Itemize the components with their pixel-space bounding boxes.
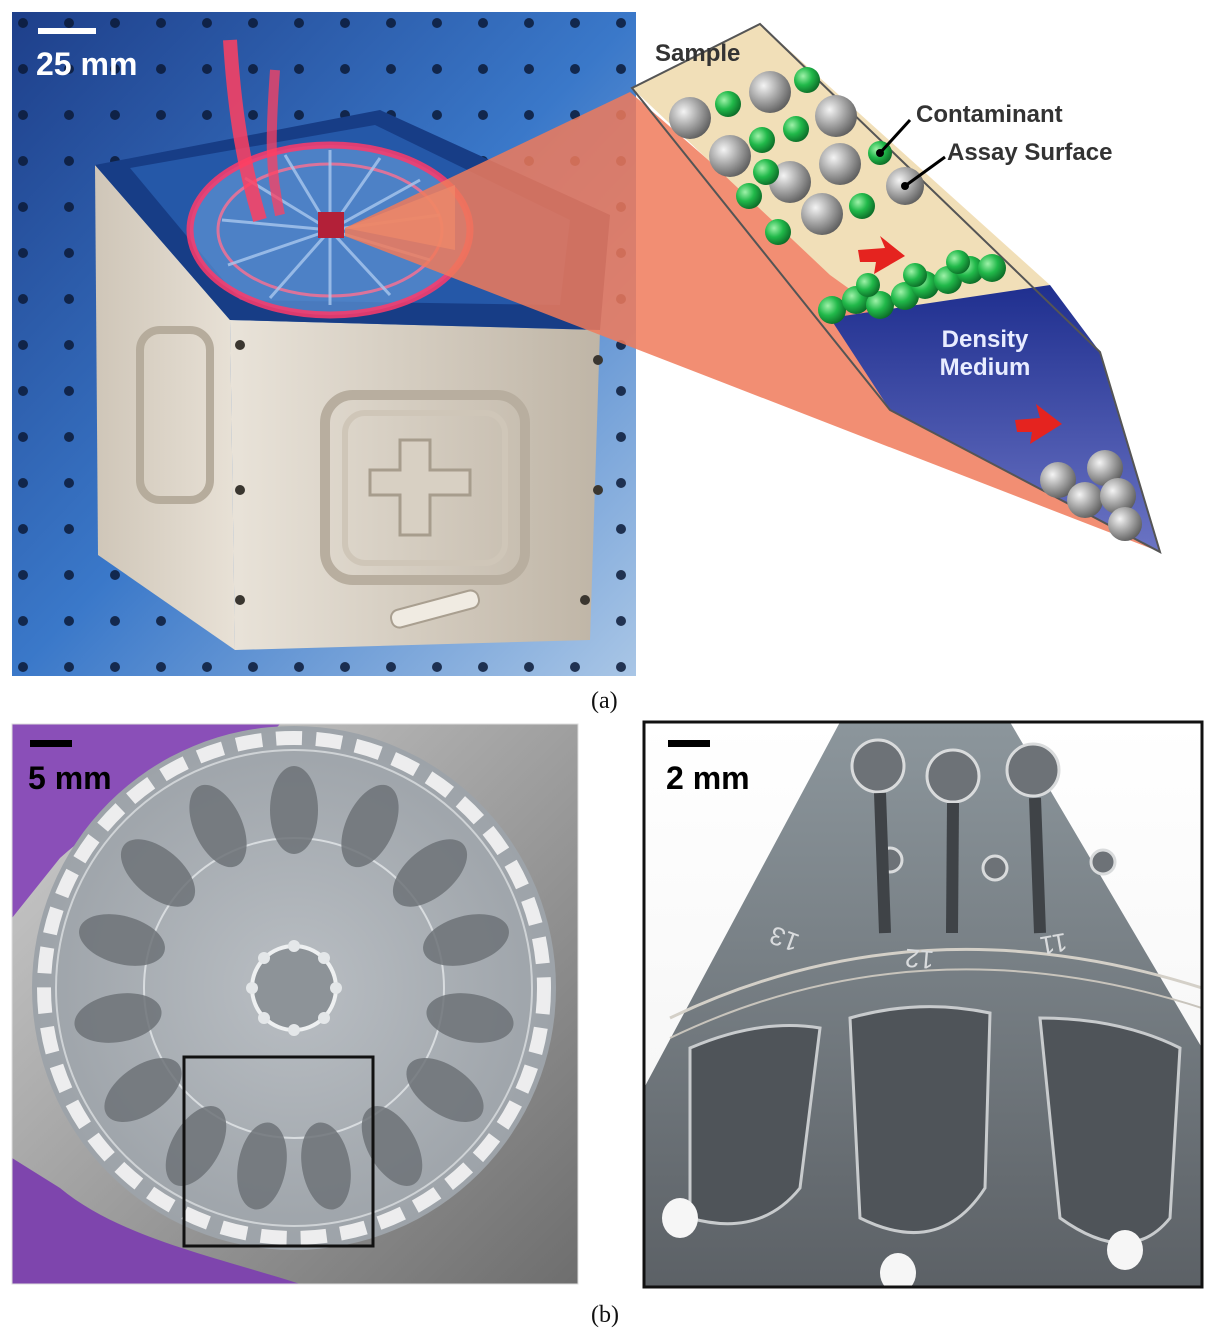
scale-bar-25mm <box>38 28 96 34</box>
scale-bar-2mm <box>668 740 710 747</box>
well-number-12: 12 <box>903 942 936 976</box>
label-assay-surface: Assay Surface <box>947 139 1113 166</box>
label-density-line1: Density <box>941 326 1029 353</box>
panel-b: 5 mm 2 mm 13 12 11 (b) <box>0 718 1218 1339</box>
label-sample: Sample <box>655 40 741 67</box>
caption-a: (a) <box>591 688 618 714</box>
well-number-11: 11 <box>1037 926 1070 962</box>
caption-b: (b) <box>591 1302 619 1328</box>
scale-label-5mm: 5 mm <box>28 760 112 796</box>
label-density-line2: Medium <box>939 354 1031 381</box>
scale-bar-5mm <box>30 740 72 747</box>
label-contaminant: Contaminant <box>916 101 1063 128</box>
panel-a: 25 mm Sample Contaminant Assay Surface D… <box>12 12 1162 714</box>
sedimentation-schematic <box>630 22 1162 554</box>
cube-device-photo <box>12 12 636 676</box>
zoomed-chamber-photo <box>644 722 1202 1287</box>
label-density-medium: Density Medium <box>915 326 1055 382</box>
panel-b-figure <box>11 720 1204 1289</box>
panel-a-figure <box>12 12 1162 676</box>
scale-label-2mm: 2 mm <box>666 760 750 796</box>
zoom-region-box <box>182 1055 375 1248</box>
disc-photo <box>12 724 578 1284</box>
scale-label-25mm: 25 mm <box>36 46 138 82</box>
